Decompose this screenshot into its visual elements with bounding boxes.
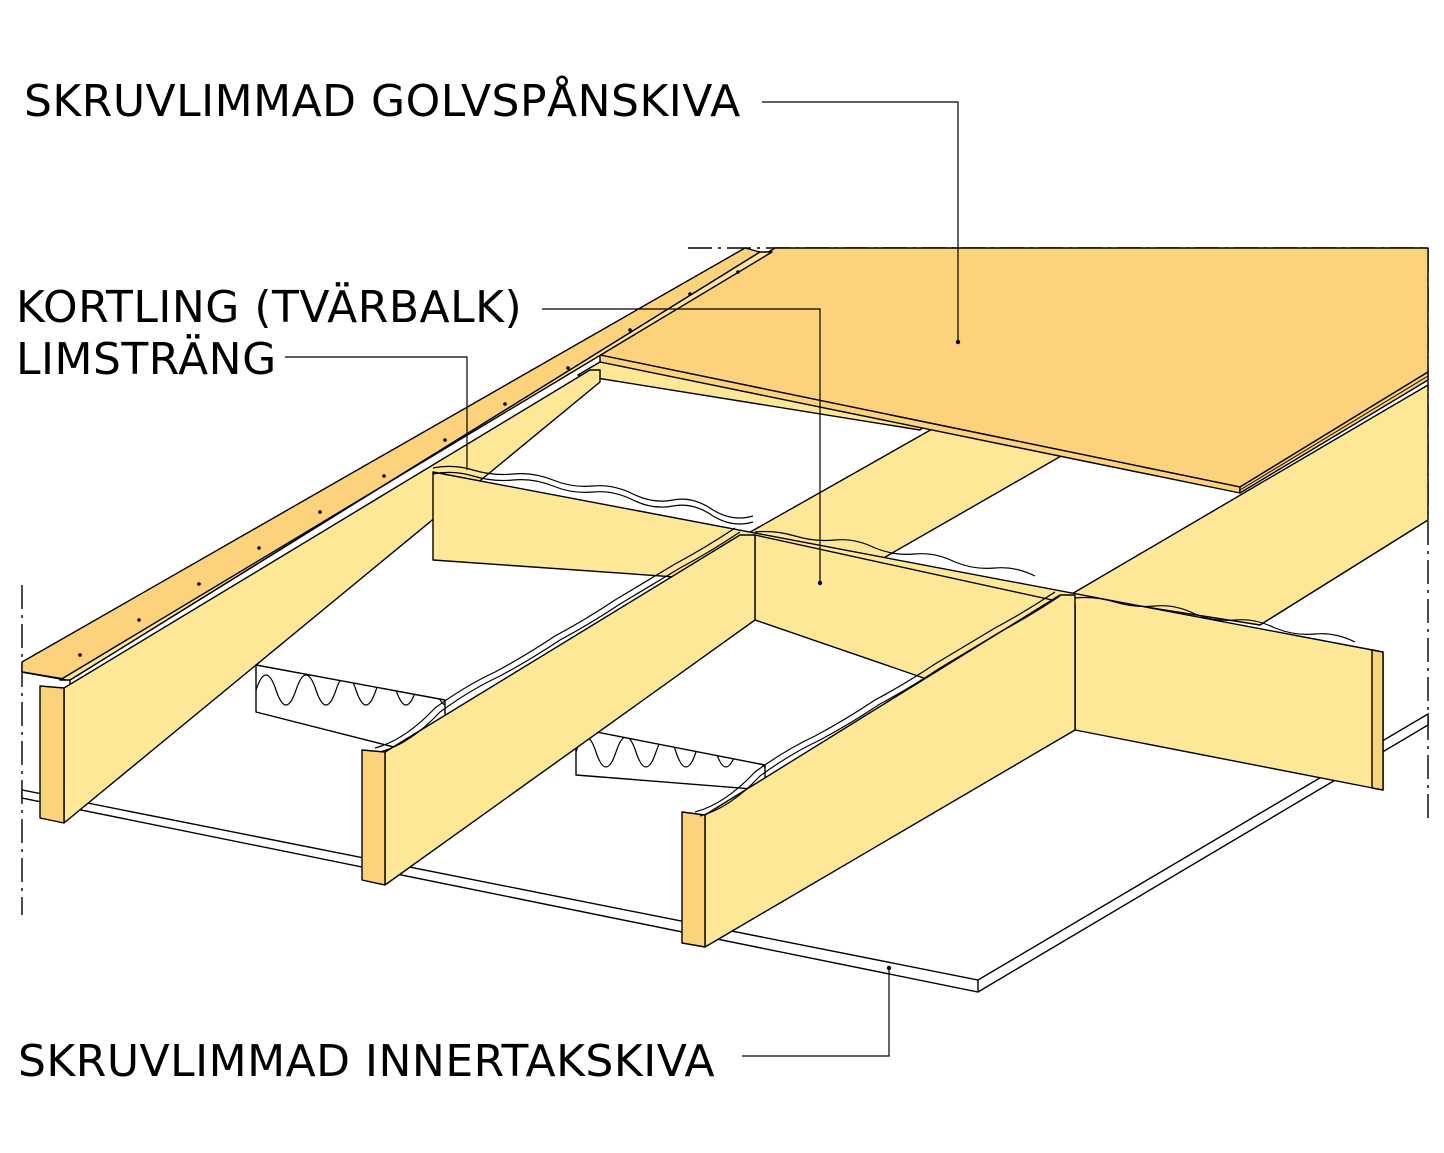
leader-lines xyxy=(285,101,959,1057)
floor-board-edge xyxy=(21,247,773,688)
leader-dots xyxy=(817,339,961,971)
ceiling-board-label: SKRUVLIMMAD INNERTAKSKIVA xyxy=(18,1036,716,1087)
glue-bead-label: LIMSTRÄNG xyxy=(16,334,277,385)
right-joist xyxy=(681,594,1076,948)
floor-board-label: SKRUVLIMMAD GOLVSPÅNSKIVA xyxy=(24,76,741,127)
blocking-end xyxy=(1371,649,1384,791)
insulation xyxy=(255,664,766,791)
middle-joist xyxy=(361,534,756,886)
ceiling-board xyxy=(21,712,1429,993)
blocking-label: KORTLING (TVÄRBALK) xyxy=(16,282,523,333)
glue-beads xyxy=(374,465,1356,817)
